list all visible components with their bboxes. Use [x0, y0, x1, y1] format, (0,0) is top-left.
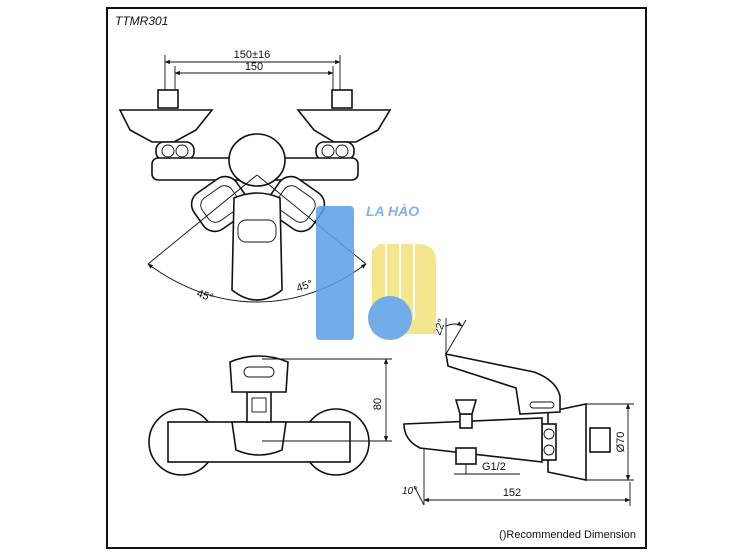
right-inlet-nut: [331, 89, 353, 109]
front-cartridge: [246, 391, 272, 423]
side-outlet: [455, 447, 477, 465]
top-view: 150±16 150 45° 45°: [118, 49, 392, 305]
angle-arc-left: [147, 263, 258, 303]
side-lever: [445, 352, 561, 415]
left-inlet-nut: [157, 89, 179, 109]
side-inlet: [589, 427, 611, 453]
cartridge-top: [228, 133, 286, 187]
model-code: TTMR301: [115, 14, 168, 28]
watermark-text: LA HÀO: [366, 203, 419, 219]
side-view: 22° 10° 152 Ø70 G1/2: [402, 317, 634, 506]
recommended-dimension-note: ()Recommended Dimension: [499, 529, 636, 541]
watermark-logo: LA HÀO: [316, 203, 436, 340]
front-view: 80: [148, 355, 392, 476]
angle-arc-right: [256, 263, 367, 303]
front-lever: [229, 355, 289, 393]
dim-diameter-label: Ø70: [615, 432, 627, 453]
angle-left-label: 45°: [195, 288, 215, 305]
front-spout: [231, 421, 287, 456]
dim-centers-label: 150: [245, 61, 263, 73]
lever-grip: [237, 219, 277, 243]
lever-center: [231, 192, 283, 301]
side-body: [403, 417, 543, 463]
logo-blue-bar: [316, 206, 354, 340]
side-diverter-knob: [454, 399, 478, 415]
dim-height-label: 80: [372, 398, 384, 410]
angle-right-label: 45°: [295, 278, 315, 295]
drawing-frame: [106, 7, 647, 549]
logo-blue-circle: [368, 296, 412, 340]
right-flange: [296, 109, 392, 143]
dim-overall-label: 150±16: [234, 49, 271, 61]
thread-label: G1/2: [482, 461, 506, 473]
side-diverter: [459, 413, 473, 429]
dim-length-label: 152: [503, 487, 521, 499]
left-flange: [118, 109, 214, 143]
angle-bottom-label: 10°: [402, 486, 417, 497]
